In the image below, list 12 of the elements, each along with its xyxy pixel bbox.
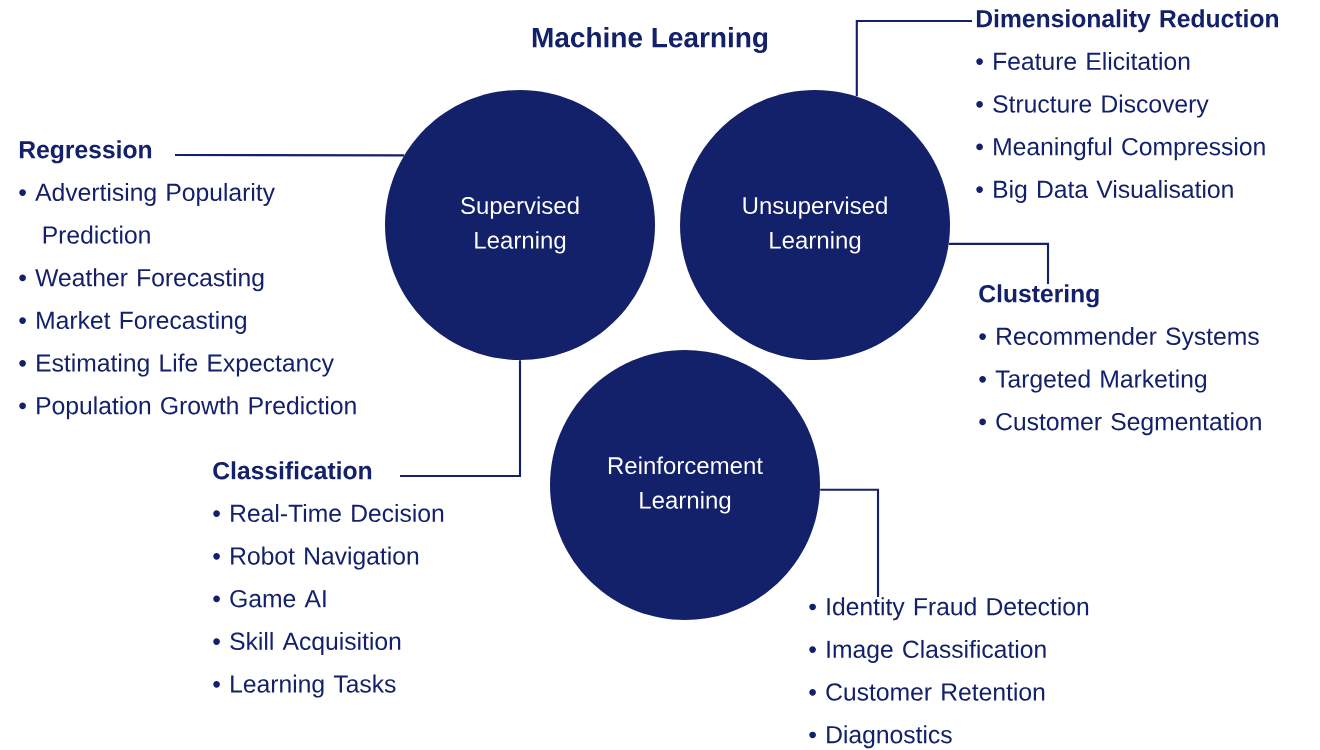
circle-node: Unsupervised Learning xyxy=(680,90,950,360)
connector-line xyxy=(855,19,972,97)
connector-line xyxy=(820,488,880,597)
bullet-list: Clustering • Recommender Systems • Targeted Marketing • Customer Segmentation xyxy=(979,284,1261,436)
bullet-list: Regression • Advertising Popularity Prediction • Weather Forecasting • Market Forecasting • Estimating Life Expectancy • Population Growth Prediction xyxy=(19,140,356,420)
title: Machine Learning xyxy=(532,26,768,54)
connector-line xyxy=(400,360,522,478)
connector-line xyxy=(948,242,1050,284)
connector-line xyxy=(175,153,405,157)
circle-node: Supervised Learning xyxy=(385,90,655,360)
bullet-list: Dimensionality Reduction • Feature Elicitation • Structure Discovery • Meaningful Compression • Big Data Visualisation xyxy=(976,9,1278,203)
bullet-list: Classification • Real-Time Decision • Robot Navigation • Game AI • Skill Acquisition • Learning Tasks xyxy=(213,461,444,698)
